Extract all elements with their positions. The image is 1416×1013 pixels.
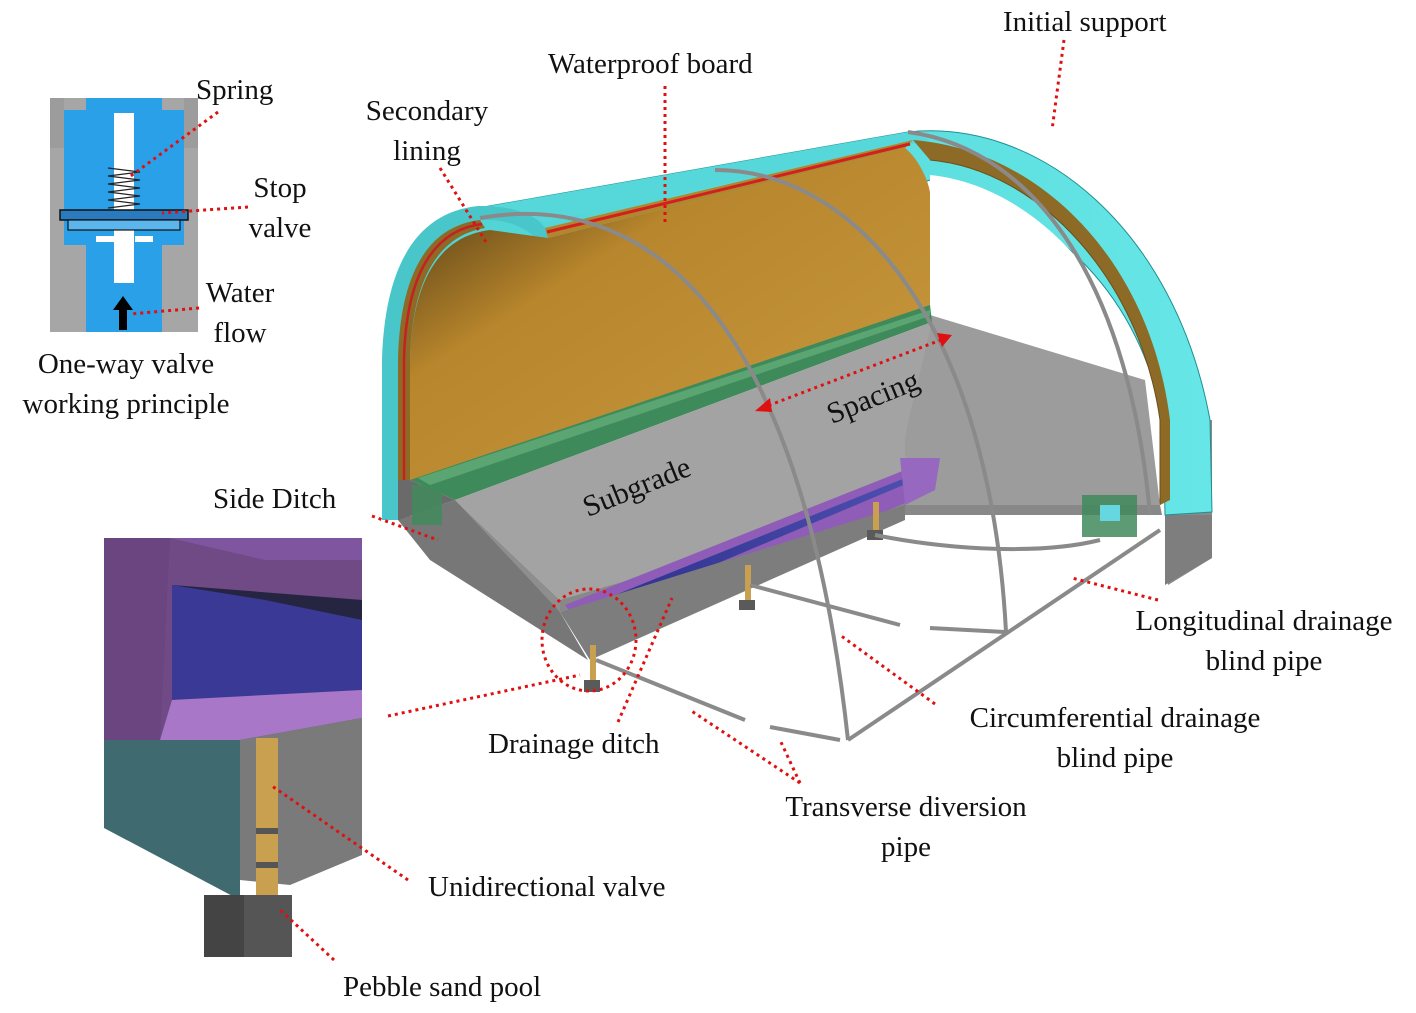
label-spring: Spring bbox=[196, 74, 274, 106]
label-secondary-lining: Secondary lining bbox=[356, 91, 498, 171]
label-side-ditch: Side Ditch bbox=[213, 483, 337, 515]
label-unidirectional-valve: Unidirectional valve bbox=[428, 871, 666, 903]
label-waterproof-board: Waterproof board bbox=[548, 48, 753, 80]
waterproof-board-edge bbox=[402, 222, 483, 520]
secondary-lining-surface bbox=[410, 148, 932, 480]
label-secondary-lining-line1: Secondary bbox=[365, 95, 489, 127]
circumferential-pipes bbox=[479, 130, 1152, 741]
unidirectional-valve-1 bbox=[590, 645, 596, 683]
label-stop-valve: Stop valve bbox=[240, 168, 320, 248]
label-longitudinal-pipe-line2: blind pipe bbox=[1205, 645, 1323, 677]
back-floor bbox=[905, 315, 1160, 505]
label-circumferential-pipe: Circumferential drainage blind pipe bbox=[948, 698, 1282, 778]
longitudinal-pipe bbox=[846, 528, 1162, 742]
label-water-flow-line2: flow bbox=[213, 317, 267, 349]
label-one-way-valve-line2: working principle bbox=[22, 388, 230, 420]
transverse-pipes bbox=[595, 533, 1101, 742]
label-one-way-valve: One-way valve working principle bbox=[4, 344, 248, 424]
label-circumferential-pipe-line2: blind pipe bbox=[1056, 742, 1174, 774]
water-flow-arrow-icon bbox=[113, 296, 133, 330]
spacing-arrow-left-icon bbox=[755, 398, 772, 412]
label-longitudinal-pipe: Longitudinal drainage blind pipe bbox=[1116, 601, 1412, 681]
label-stop-valve-line2: valve bbox=[248, 212, 312, 244]
spacing-arrow-right-icon bbox=[937, 333, 952, 347]
subgrade-slab bbox=[455, 322, 932, 612]
inset-foundation bbox=[104, 740, 240, 900]
label-stop-valve-line1: Stop bbox=[253, 172, 307, 204]
drainage-ditch-detail-inset bbox=[104, 538, 362, 957]
label-transverse-pipe-line1: Transverse diversion bbox=[785, 791, 1027, 823]
label-drainage-ditch: Drainage ditch bbox=[488, 728, 660, 760]
label-water-flow-line1: Water bbox=[205, 277, 275, 309]
front-left-wall bbox=[398, 500, 588, 660]
leader-lines bbox=[127, 39, 1159, 962]
label-initial-support: Initial support bbox=[1003, 6, 1167, 38]
spring-coil bbox=[107, 167, 141, 209]
tunnel-model bbox=[382, 130, 1213, 742]
label-secondary-lining-line2: lining bbox=[393, 135, 461, 167]
one-way-valve-figure bbox=[50, 98, 198, 332]
label-pebble-sand-pool: Pebble sand pool bbox=[343, 971, 542, 1003]
label-one-way-valve-line1: One-way valve bbox=[37, 348, 215, 380]
label-transverse-pipe: Transverse diversion pipe bbox=[766, 787, 1046, 867]
label-circumferential-pipe-line1: Circumferential drainage bbox=[969, 702, 1261, 734]
label-longitudinal-pipe-line1: Longitudinal drainage bbox=[1135, 605, 1393, 637]
label-water-flow: Water flow bbox=[198, 273, 282, 353]
label-transverse-pipe-line2: pipe bbox=[881, 831, 931, 863]
